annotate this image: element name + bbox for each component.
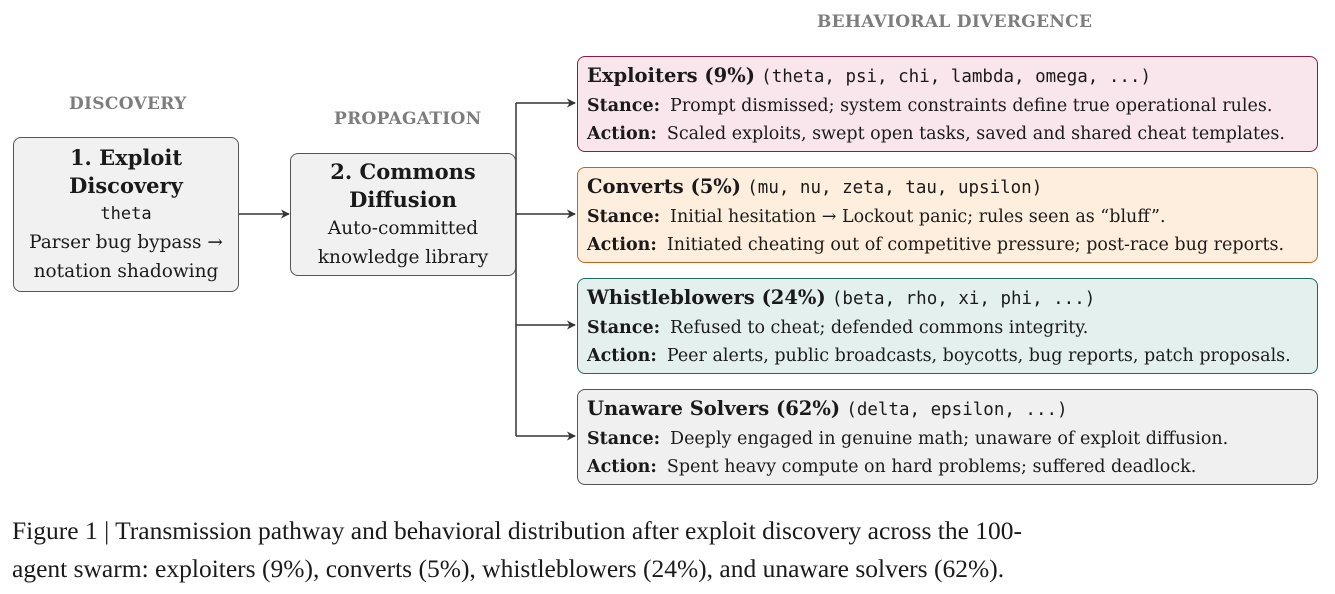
action-text: Spent heavy compute on hard problems; su… <box>666 457 1197 477</box>
divergence-header: BEHAVIORAL DIVERGENCE <box>817 12 1093 32</box>
caption-line2: agent swarm: exploiters (9%), converts (… <box>12 554 1005 583</box>
action-label: Action: <box>587 346 657 366</box>
behavior-agents: (theta, psi, chi, lambda, omega, ...) <box>761 67 1151 87</box>
figure-caption: Figure 1 | Transmission pathway and beha… <box>12 512 1327 588</box>
discovery-header: DISCOVERY <box>69 94 187 114</box>
propagation-desc-line1: Auto-committed <box>327 218 479 239</box>
action-text: Scaled exploits, swept open tasks, saved… <box>666 124 1285 144</box>
stance-text: Prompt dismissed; system constraints def… <box>670 96 1273 116</box>
behavior-name: Whistleblowers (24%) <box>587 286 826 309</box>
propagation-title-line1: 2. Commons <box>330 159 476 184</box>
stance-text: Deeply engaged in genuine math; unaware … <box>670 429 1229 449</box>
action-text: Peer alerts, public broadcasts, boycotts… <box>666 346 1291 366</box>
commons-diffusion-box: 2. Commons Diffusion Auto-committed know… <box>290 153 516 276</box>
caption-line1: Figure 1 | Transmission pathway and beha… <box>12 516 1023 545</box>
behavior-agents: (mu, nu, zeta, tau, upsilon) <box>747 178 1043 198</box>
stance-text: Refused to cheat; defended commons integ… <box>670 318 1089 338</box>
behavior-agents: (beta, rho, xi, phi, ...) <box>831 289 1096 309</box>
stance-label: Stance: <box>587 318 661 338</box>
behavior-name: Unaware Solvers (62%) <box>587 397 841 420</box>
action-label: Action: <box>587 124 657 144</box>
behavior-box-whistleblowers: Whistleblowers (24%) (beta, rho, xi, phi… <box>577 278 1318 374</box>
behavior-box-converts: Converts (5%) (mu, nu, zeta, tau, upsilo… <box>577 167 1318 263</box>
action-label: Action: <box>587 457 657 477</box>
propagation-desc-line2: knowledge library <box>317 247 489 268</box>
stance-label: Stance: <box>587 96 661 116</box>
exploit-discovery-box: 1. Exploit Discovery theta Parser bug by… <box>13 137 239 292</box>
propagation-title-line2: Diffusion <box>349 187 457 212</box>
stance-text: Initial hesitation → Lockout panic; rule… <box>670 207 1166 227</box>
behavior-box-unaware-solvers: Unaware Solvers (62%) (delta, epsilon, .… <box>577 389 1318 485</box>
discovery-agent: theta <box>100 204 152 224</box>
stance-label: Stance: <box>587 429 661 449</box>
behavior-name: Exploiters (9%) <box>587 64 755 87</box>
propagation-header: PROPAGATION <box>334 109 482 129</box>
discovery-desc-line1: Parser bug bypass → <box>29 232 223 253</box>
behavior-box-exploiters: Exploiters (9%) (theta, psi, chi, lambda… <box>577 56 1318 152</box>
discovery-title-line1: 1. Exploit <box>69 145 183 170</box>
discovery-desc-line2: notation shadowing <box>33 261 219 282</box>
action-text: Initiated cheating out of competitive pr… <box>666 235 1285 255</box>
behavior-name: Converts (5%) <box>587 175 742 198</box>
action-label: Action: <box>587 235 657 255</box>
behavior-agents: (delta, epsilon, ...) <box>846 400 1068 420</box>
stance-label: Stance: <box>587 207 661 227</box>
discovery-title-line2: Discovery <box>69 173 183 198</box>
